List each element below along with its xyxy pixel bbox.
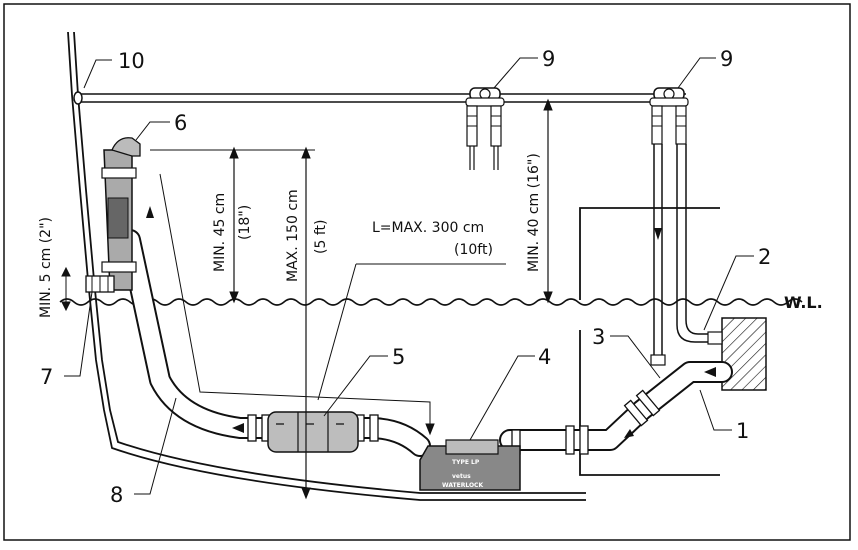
- flow-arrow: [232, 423, 244, 433]
- diagram-frame: [3, 3, 851, 541]
- engine-compartment: [579, 207, 720, 476]
- dimension-lines: [61, 98, 553, 500]
- exhaust-outlet: [85, 275, 115, 293]
- waterlock-type-text: TYPE LP: [452, 459, 480, 466]
- callout-7: 7: [40, 365, 53, 389]
- callout-9-left: 9: [542, 47, 555, 71]
- waterlock-brand-text: vetus: [452, 473, 471, 480]
- min5-dimension-label: MIN. 5 cm (2"): [38, 217, 54, 318]
- min40-dimension-label: MIN. 40 cm (16"): [526, 153, 542, 272]
- lmax-dimension-sublabel: (10ft): [454, 242, 493, 258]
- gooseneck: [101, 137, 141, 291]
- callout-4: 4: [538, 345, 551, 369]
- callout-5: 5: [392, 345, 405, 369]
- siphon-pipes: [650, 144, 723, 366]
- flow-arrow: [704, 367, 716, 377]
- water-line: [59, 298, 803, 306]
- lmax-dimension-label: L=MAX. 300 cm: [372, 220, 484, 236]
- silencer: [267, 411, 359, 453]
- waterline-label: W.L.: [784, 293, 823, 312]
- flow-arrow: [624, 429, 634, 438]
- callout-9-right: 9: [720, 47, 733, 71]
- callout-8: 8: [110, 483, 123, 507]
- lmax-leader-line: [317, 263, 357, 401]
- callout-3: 3: [592, 325, 605, 349]
- callout-10: 10: [118, 49, 145, 73]
- siphon-valve-right: [649, 87, 689, 145]
- waterlock: TYPE LP vetus WATERLOCK: [419, 439, 521, 491]
- flow-arrow: [146, 206, 154, 218]
- max150-dimension-sublabel: (5 ft): [313, 220, 329, 254]
- max150-dimension-label: MAX. 150 cm: [285, 189, 301, 282]
- callout-6: 6: [174, 111, 187, 135]
- hose-clamps: [247, 389, 661, 455]
- callout-2: 2: [758, 245, 771, 269]
- min45-dimension-sublabel: (18"): [237, 205, 253, 240]
- waterlock-model-text: WATERLOCK: [442, 482, 483, 489]
- min45-dimension-label: MIN. 45 cm: [212, 193, 228, 272]
- callout-leaders: [64, 57, 754, 495]
- callout-1: 1: [736, 419, 749, 443]
- siphon-valve-left: [465, 87, 505, 170]
- vent-line: [73, 91, 686, 105]
- boat-hull: [67, 31, 586, 501]
